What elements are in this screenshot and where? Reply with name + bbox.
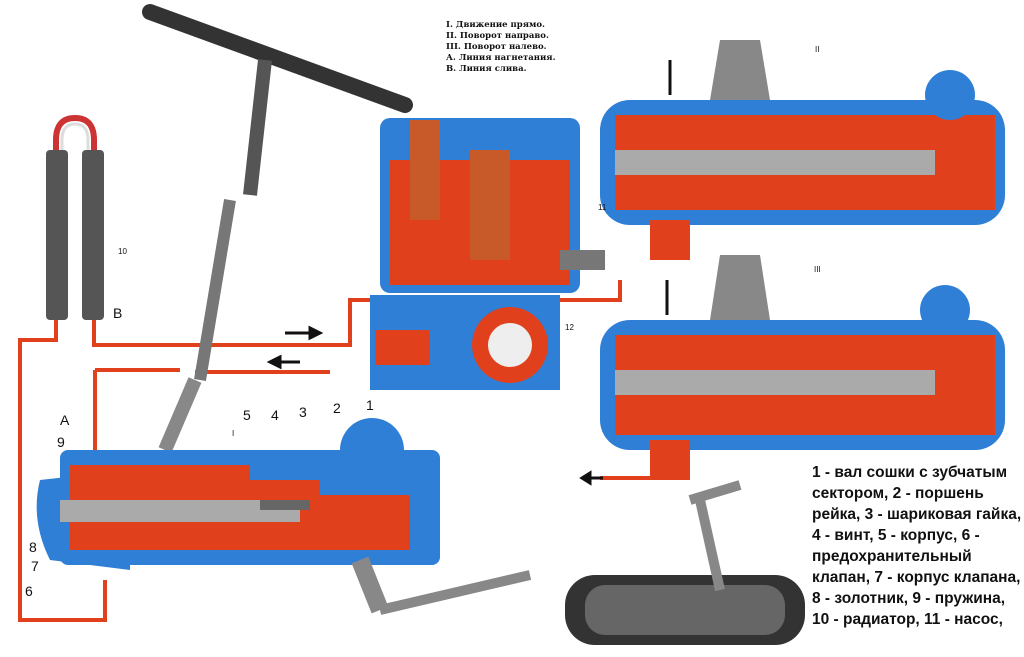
oil-lines <box>18 280 622 622</box>
modes-legend: I. Движение прямо. II. Поворот направо. … <box>446 20 556 75</box>
legend-item: В. Линия слива. <box>446 64 527 74</box>
legend-item: II. Поворот направо. <box>446 31 549 41</box>
label-8: 8 <box>29 539 37 555</box>
steering-gear-mode-II <box>600 40 1005 260</box>
label-B: B <box>113 305 122 321</box>
wheel <box>565 480 805 645</box>
label-12: 12 <box>565 323 574 332</box>
pump-reservoir <box>370 118 605 390</box>
label-A: A <box>60 412 70 428</box>
legend-item: I. Движение прямо. <box>446 20 546 30</box>
label-7: 7 <box>31 558 39 574</box>
label-5: 5 <box>243 407 251 423</box>
legend-item: А. Линия нагнетания. <box>446 53 556 63</box>
label-6: 6 <box>25 583 33 599</box>
label-1: 1 <box>366 397 374 413</box>
label-4: 4 <box>271 407 279 423</box>
flow-arrows <box>266 325 603 486</box>
label-mode-II: II <box>815 45 819 54</box>
label-2: 2 <box>333 400 341 416</box>
label-10: 10 <box>118 247 127 256</box>
label-9: 9 <box>57 434 65 450</box>
label-3: 3 <box>299 404 307 420</box>
radiator <box>46 114 104 320</box>
steering-gear-mode-I <box>36 418 532 615</box>
steering-wheel <box>142 4 413 453</box>
parts-caption: 1 - вал сошки с зубчатым сектором, 2 - п… <box>812 464 1022 628</box>
label-11: 11 <box>598 203 607 212</box>
legend-item: III. Поворот налево. <box>446 42 547 52</box>
label-mode-I: I <box>232 429 234 438</box>
label-mode-III: III <box>814 265 821 274</box>
steering-gear-mode-III <box>600 255 1005 480</box>
